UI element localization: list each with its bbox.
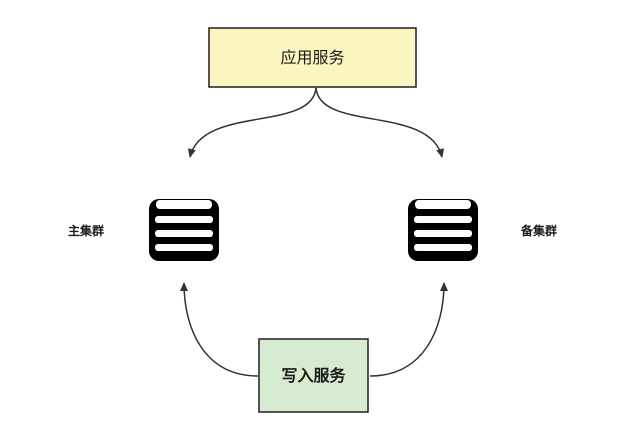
edge-write-to-primary bbox=[180, 282, 259, 377]
write-service-box bbox=[258, 338, 369, 413]
app-service-node: 应用服务 bbox=[208, 27, 417, 88]
edge-write-to-backup bbox=[369, 282, 448, 377]
app-service-box bbox=[208, 27, 417, 88]
backup-database-icon bbox=[408, 199, 478, 261]
primary-database-icon bbox=[149, 199, 219, 261]
write-service-node: 写入服务 bbox=[258, 338, 369, 413]
write-service-label: 写入服务 bbox=[281, 366, 346, 385]
primary-cluster-label: 主集群 bbox=[68, 223, 104, 238]
app-service-label: 应用服务 bbox=[280, 48, 344, 67]
edge-app-to-backup bbox=[315, 87, 445, 158]
edge-app-to-primary bbox=[187, 87, 317, 158]
backup-cluster-label: 备集群 bbox=[520, 223, 557, 238]
